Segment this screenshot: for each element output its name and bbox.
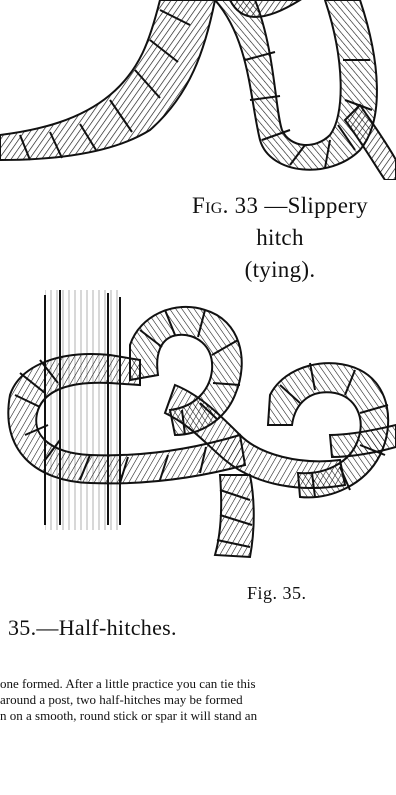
- body-text-line: one formed. After a little practice you …: [0, 676, 396, 692]
- body-text-line: around a post, two half-hitches may be f…: [0, 692, 396, 708]
- figure-33-caption-line2: (tying).: [180, 254, 380, 286]
- figure-33-caption-prefix: Fig. 33: [192, 193, 258, 218]
- figure-33-illustration: [0, 0, 396, 180]
- body-text-line: n on a smooth, round stick or spar it wi…: [0, 708, 396, 724]
- figure-33-caption: Fig. 33 —Slippery hitch (tying).: [180, 190, 380, 286]
- body-text: one formed. After a little practice you …: [0, 676, 396, 724]
- figure-35-caption: 35.—Half-hitches.: [8, 615, 177, 641]
- figure-33-caption-text: —Slippery hitch: [256, 193, 368, 250]
- figure-35-label: Fig. 35.: [247, 583, 307, 604]
- figure-35-illustration: [0, 285, 396, 580]
